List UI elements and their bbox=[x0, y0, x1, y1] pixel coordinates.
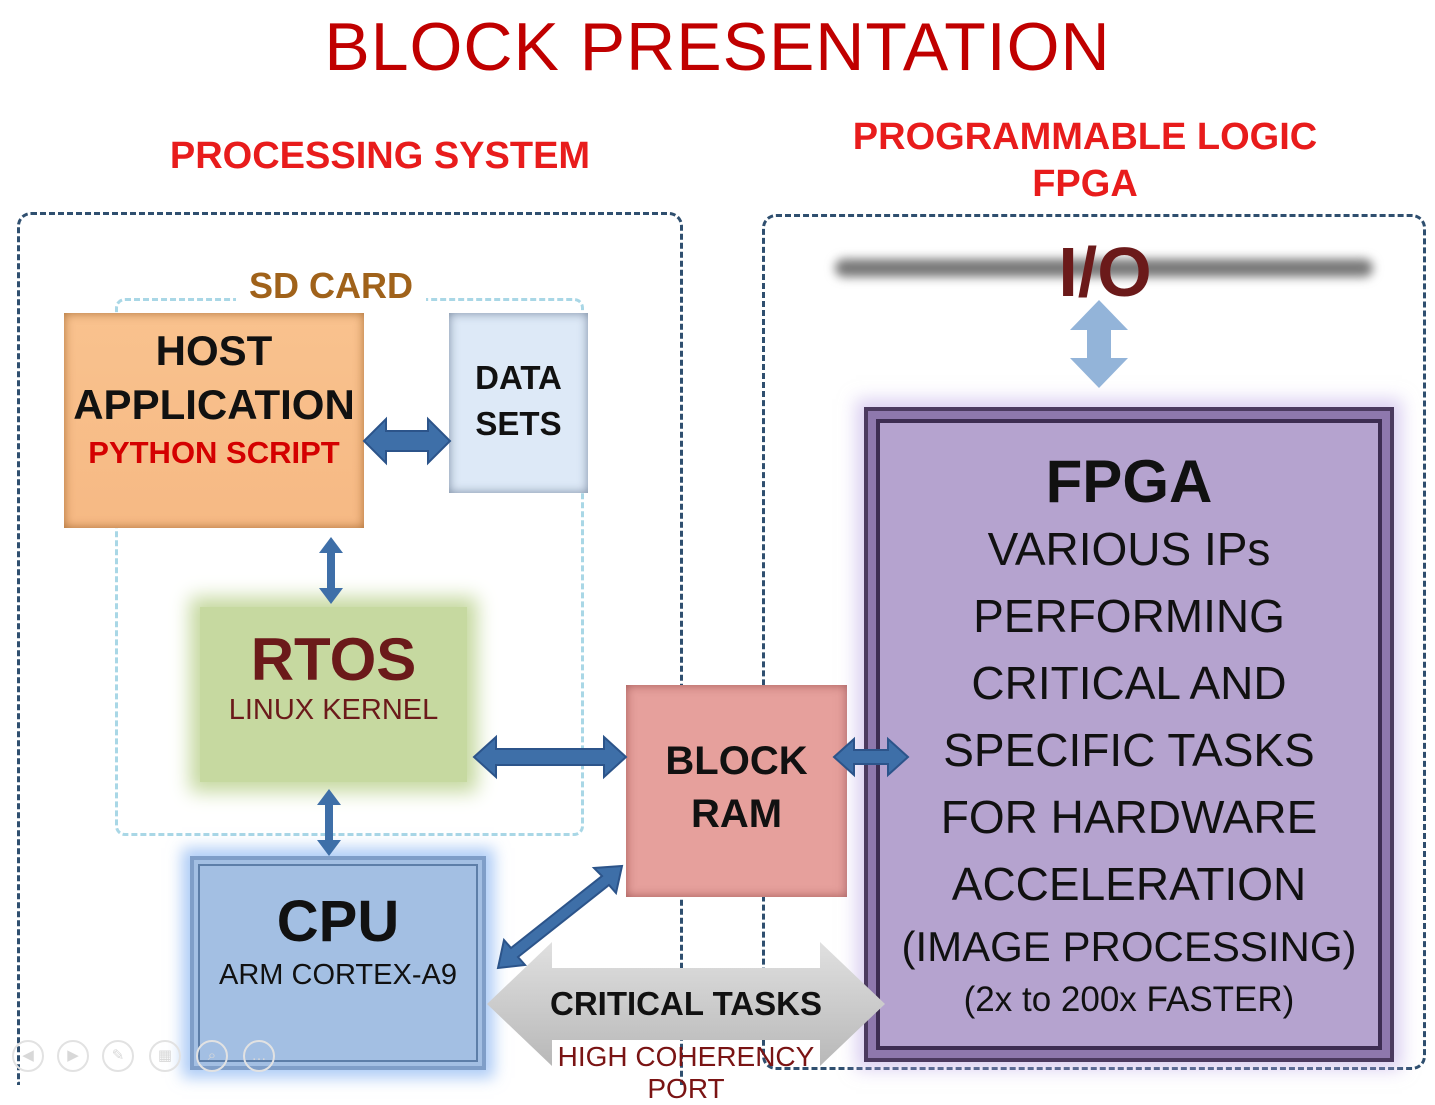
critical-tasks-arrow bbox=[487, 942, 885, 1066]
fpga-image-processing: (IMAGE PROCESSING) bbox=[901, 923, 1357, 970]
fpga-line: VARIOUS IPs bbox=[987, 523, 1271, 575]
ram-label: RAM bbox=[690, 792, 783, 836]
fpga-title: FPGA bbox=[1045, 448, 1213, 515]
cpu-block: CPU ARM CORTEX-A9 bbox=[190, 856, 486, 1070]
block-label: BLOCK bbox=[665, 739, 808, 783]
block-ram-block: BLOCK RAM bbox=[626, 685, 847, 897]
programmable-logic-label: PROGRAMMABLE LOGIC bbox=[852, 116, 1318, 158]
rtos-block: RTOS LINUX KERNEL bbox=[200, 607, 467, 782]
cpu-bram-arrow bbox=[496, 864, 624, 970]
processing-system-heading: PROCESSING SYSTEM bbox=[169, 135, 591, 177]
pen-icon[interactable]: ✎ bbox=[102, 1040, 134, 1072]
io-bus-bar bbox=[835, 259, 1373, 277]
fpga-heading-label: FPGA bbox=[1032, 163, 1138, 205]
connection-arrows bbox=[317, 300, 1128, 1066]
io-fpga-arrow bbox=[1070, 300, 1128, 388]
sets-label: SETS bbox=[475, 405, 562, 442]
fpga-block: FPGA VARIOUS IPs PERFORMING CRITICAL AND… bbox=[864, 407, 1394, 1062]
python-script-label: PYTHON SCRIPT bbox=[88, 435, 340, 470]
bram-fpga-arrow bbox=[832, 736, 910, 778]
more-icon[interactable]: … bbox=[243, 1040, 275, 1072]
data-sets-block: DATA SETS bbox=[449, 313, 588, 493]
fpga-line: PERFORMING bbox=[973, 590, 1285, 642]
programmable-logic-heading: PROGRAMMABLE LOGIC FPGA bbox=[820, 114, 1350, 208]
host-application-block: HOST APPLICATION PYTHON SCRIPT bbox=[64, 313, 364, 528]
processing-system-region bbox=[17, 212, 683, 1085]
slide-title: BLOCK PRESENTATION bbox=[324, 9, 1111, 85]
host-label: HOST bbox=[155, 327, 273, 374]
arm-cortex-label: ARM CORTEX-A9 bbox=[219, 959, 457, 991]
slides-icon[interactable]: ▦ bbox=[149, 1040, 181, 1072]
rtos-cpu-arrow bbox=[317, 789, 341, 856]
critical-tasks-label: CRITICAL TASKS bbox=[550, 985, 822, 1022]
application-label: APPLICATION bbox=[73, 381, 355, 428]
io-label: I/O bbox=[1058, 233, 1152, 311]
fpga-line: SPECIFIC TASKS bbox=[943, 724, 1315, 776]
fpga-line: FOR HARDWARE bbox=[940, 791, 1318, 843]
fpga-line: ACCELERATION bbox=[951, 858, 1307, 910]
host-rtos-arrow bbox=[319, 537, 343, 604]
data-label: DATA bbox=[475, 359, 562, 396]
rtos-bram-arrow bbox=[472, 734, 628, 780]
sd-card-label: SD CARD bbox=[236, 265, 426, 311]
cpu-label: CPU bbox=[276, 889, 400, 954]
high-coherency-port-label: HIGH COHERENCY PORT bbox=[557, 1041, 815, 1104]
previous-icon[interactable]: ◀ bbox=[12, 1040, 44, 1072]
linux-kernel-label: LINUX KERNEL bbox=[228, 694, 439, 726]
zoom-icon[interactable]: ⌕ bbox=[196, 1040, 228, 1072]
programmable-logic-region bbox=[762, 214, 1426, 1070]
next-icon[interactable]: ▶ bbox=[57, 1040, 89, 1072]
host-data-arrow bbox=[362, 416, 452, 466]
fpga-line: CRITICAL AND bbox=[971, 657, 1287, 709]
fpga-speed: (2x to 200x FASTER) bbox=[963, 980, 1295, 1019]
rtos-label: RTOS bbox=[250, 626, 417, 693]
